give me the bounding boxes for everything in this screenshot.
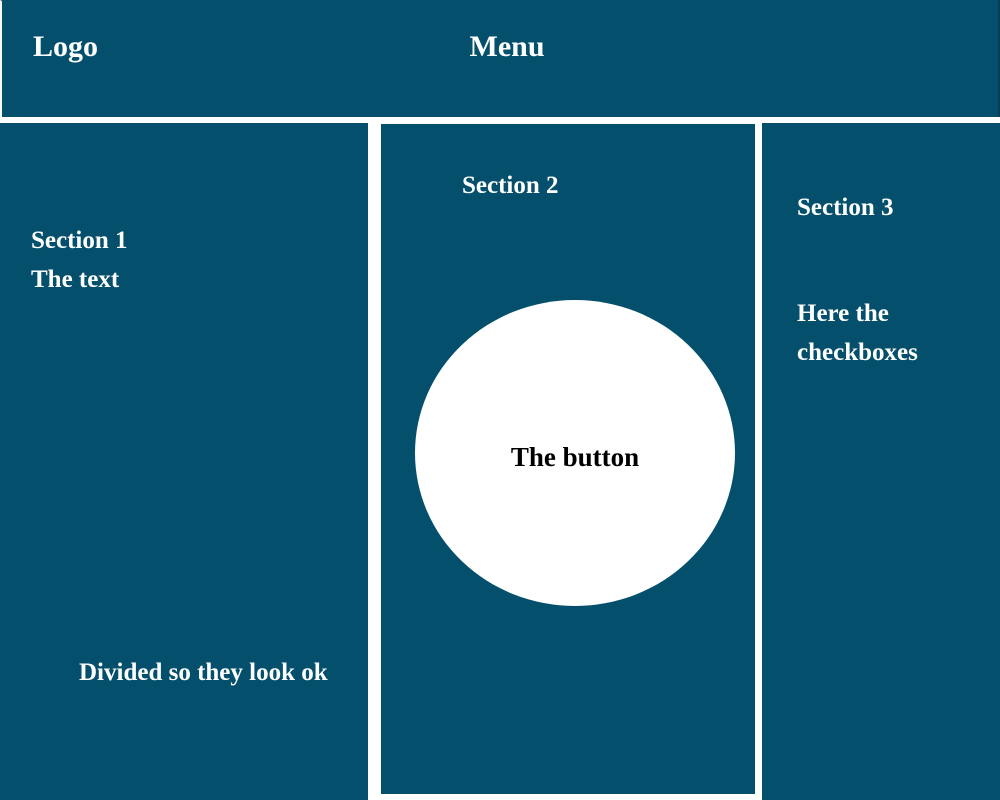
section-2-title: Section 2 bbox=[462, 172, 559, 199]
page-header: Logo Menu bbox=[0, 0, 1000, 117]
section-1-bottom-block: Divided so they look ok bbox=[79, 653, 329, 692]
section-3-title: Section 3 bbox=[797, 194, 894, 221]
circle-action-button[interactable]: The button bbox=[415, 300, 735, 606]
section-1-text: The text bbox=[31, 266, 120, 293]
menu-item-menu[interactable]: Menu bbox=[469, 30, 545, 63]
section-1-panel: Section 1 The text Divided so they look … bbox=[0, 123, 368, 800]
logo[interactable]: Logo bbox=[33, 30, 99, 63]
section-2-panel: Section 2 The button bbox=[381, 124, 755, 794]
section-3-body: Here the checkboxes bbox=[797, 294, 967, 372]
section-1-footer-text: Divided so they look ok bbox=[79, 659, 328, 686]
section-1-title: Section 1 bbox=[31, 227, 128, 254]
section-3-text: Here the checkboxes bbox=[797, 300, 918, 366]
menu-bar: Menu bbox=[2, 28, 998, 66]
circle-action-button-label: The button bbox=[510, 442, 640, 472]
section-1-top-block: Section 1 The text bbox=[31, 221, 341, 299]
section-3-panel: Section 3 Here the checkboxes bbox=[762, 123, 1000, 800]
